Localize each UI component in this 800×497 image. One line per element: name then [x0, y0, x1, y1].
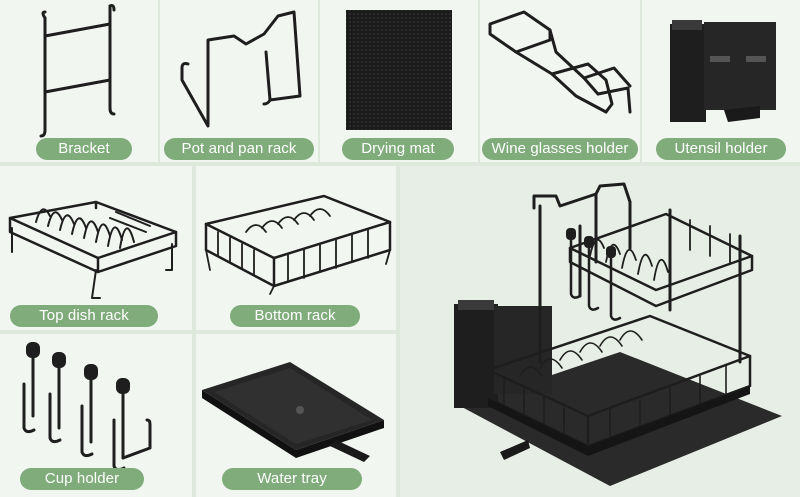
bottom-rack-image [204, 194, 392, 295]
panel-top-dish-rack: Top dish rack [0, 166, 192, 330]
part-label: Bracket [36, 138, 132, 160]
panel-bottom-rack: Bottom rack [196, 166, 396, 330]
drying-mat-image [346, 10, 452, 130]
part-label: Drying mat [342, 138, 454, 160]
panel-water-tray: Water tray [196, 334, 396, 497]
water-tray-image [202, 362, 384, 462]
utensil-holder-image [670, 20, 776, 122]
part-label: Wine glasses holder [482, 138, 638, 160]
pot-and-pan-rack-image [180, 10, 302, 128]
top-dish-rack-image [8, 200, 178, 299]
panel-cup-holder: Cup holder [0, 334, 192, 497]
assembled-rack-image [454, 182, 782, 486]
panel-bracket: Bracket [0, 0, 158, 162]
part-label: Pot and pan rack [164, 138, 314, 160]
panel-pot-and-pan-rack: Pot and pan rack [160, 0, 318, 162]
part-label: Top dish rack [10, 305, 158, 327]
part-label: Water tray [222, 468, 362, 490]
part-label: Utensil holder [656, 138, 786, 160]
part-label: Cup holder [20, 468, 144, 490]
part-label: Bottom rack [230, 305, 360, 327]
panel-utensil-holder: Utensil holder [642, 0, 800, 162]
cup-holder-image [22, 342, 152, 472]
bracket-image [39, 4, 116, 138]
wine-glasses-holder-image [488, 10, 632, 114]
panel-drying-mat: Drying mat [320, 0, 478, 162]
panel-wine-glasses-holder: Wine glasses holder [480, 0, 640, 162]
panel-assembled-rack [400, 166, 800, 497]
